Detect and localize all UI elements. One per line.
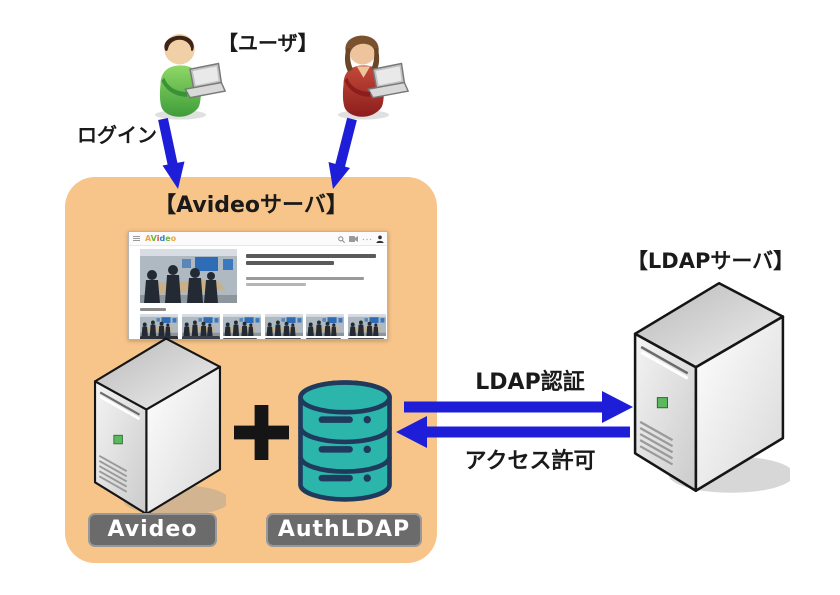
video-card <box>264 314 303 339</box>
hair <box>164 35 194 52</box>
video-card-partial <box>140 336 178 339</box>
upload-icon <box>349 236 358 242</box>
user-icon <box>337 35 410 120</box>
hamburger-icon <box>133 236 140 242</box>
user-icon <box>154 34 227 120</box>
avideo-website-screenshot: AVideo <box>128 231 388 340</box>
menu-dots-icon <box>362 238 372 240</box>
ldap-auth-label: LDAP認証 <box>475 370 585 395</box>
video-desc-line <box>246 277 364 280</box>
login-label: ログイン <box>77 123 157 147</box>
hair <box>345 35 379 57</box>
database-icon <box>298 380 392 502</box>
search-icon <box>338 235 345 243</box>
video-card <box>306 314 345 339</box>
authldap-badge: AuthLDAP <box>266 513 422 547</box>
site-navbar: AVideo <box>129 232 387 246</box>
avatar-icon <box>376 235 384 243</box>
site-nav-icons <box>338 235 384 243</box>
laptop-icon <box>184 62 227 99</box>
video-card-partial <box>181 336 220 339</box>
plus-icon <box>234 405 289 460</box>
server-icon <box>89 336 226 520</box>
users-title: 【ユーザ】 <box>218 31 318 55</box>
featured-video-thumbnail <box>140 249 237 303</box>
video-desc-line <box>246 283 306 286</box>
ldap-server-title: 【LDAPサーバ】 <box>626 249 795 273</box>
access-grant-label: アクセス許可 <box>464 449 596 474</box>
avideo-badge: Avideo <box>88 513 217 547</box>
server-icon <box>628 280 790 498</box>
video-card <box>348 314 386 339</box>
site-logo: AVideo <box>145 234 177 243</box>
avideo-server-title: 【Avideoサーバ】 <box>154 193 348 218</box>
laptop-icon <box>367 62 410 99</box>
section-label-line <box>140 308 166 311</box>
video-title-line <box>246 254 376 258</box>
video-card <box>223 314 262 339</box>
video-title-line <box>246 261 334 265</box>
